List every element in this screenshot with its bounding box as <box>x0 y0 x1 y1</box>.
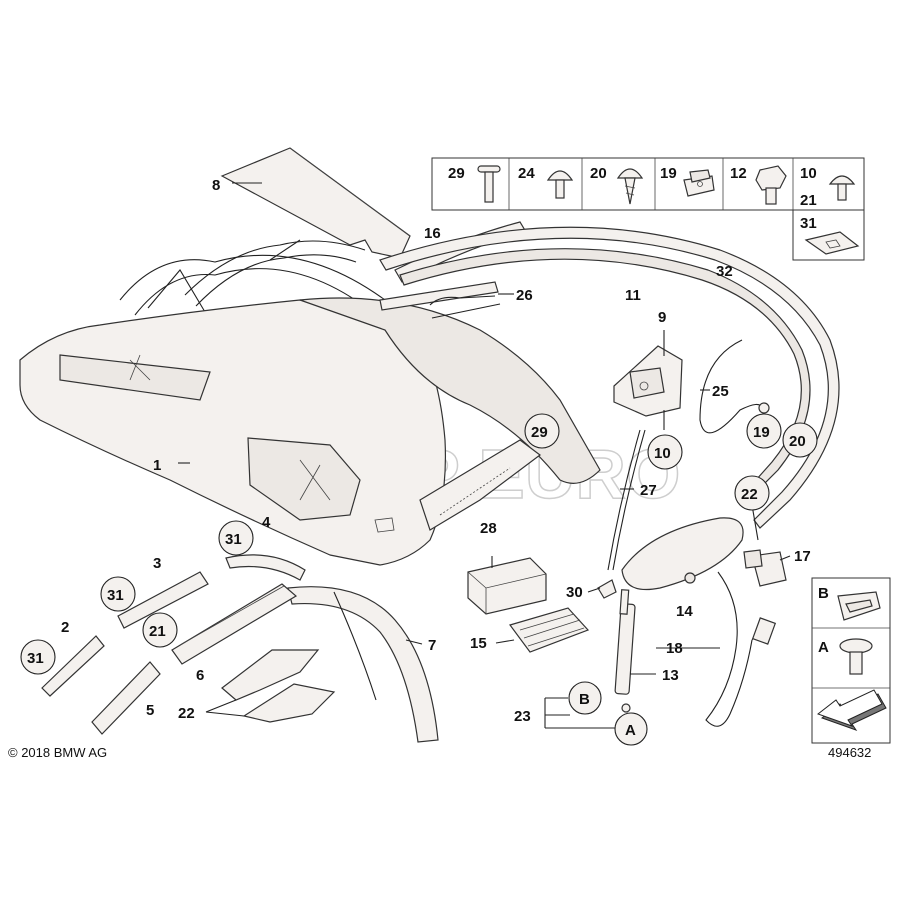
screw-20-icon <box>616 168 644 205</box>
callout-31c-circle <box>100 576 136 612</box>
harness-part-18 <box>705 571 777 727</box>
callout-31b: 31 <box>225 531 242 548</box>
screw-24-icon <box>546 170 574 199</box>
shim-31-icon <box>804 231 860 255</box>
screw-29-icon <box>477 165 501 203</box>
motor-part-14 <box>621 517 744 591</box>
callout-16: 16 <box>424 225 441 242</box>
callout-5: 5 <box>146 702 154 719</box>
side-rail-part-7 <box>287 586 439 743</box>
callout-28: 28 <box>480 520 497 537</box>
rear-panel-part-8 <box>220 147 411 259</box>
callout-22-circle <box>734 475 770 511</box>
callouts: 8 1 16 26 11 32 9 25 29 10 19 20 27 22 1… <box>20 177 818 746</box>
callout-31c: 31 <box>107 587 124 604</box>
callout-a-circle <box>614 712 648 746</box>
callout-23: 23 <box>514 708 531 725</box>
callout-15: 15 <box>470 635 487 652</box>
connector-part-17 <box>743 549 787 587</box>
callout-29: 29 <box>448 165 465 182</box>
rod-part-27 <box>607 429 646 571</box>
diagram-number: 494632 <box>828 745 871 760</box>
callout-32: 32 <box>716 263 733 280</box>
pad-part-22 <box>221 649 336 723</box>
expansion-rivet-a-icon <box>839 638 873 675</box>
cable-part-25 <box>699 339 770 434</box>
callout-19b: 19 <box>753 424 770 441</box>
callout-24: 24 <box>518 165 535 182</box>
callout-7: 7 <box>428 637 436 654</box>
callout-25: 25 <box>712 383 729 400</box>
trim-part-4 <box>225 554 306 581</box>
callout-18: 18 <box>666 640 683 657</box>
callout-6: 6 <box>196 667 204 684</box>
callout-4: 4 <box>262 514 271 531</box>
callout-b: B <box>579 691 590 708</box>
trim-part-3 <box>117 571 209 629</box>
clip-part-30 <box>597 579 617 599</box>
gas-strut-part-13 <box>614 589 636 713</box>
callout-8: 8 <box>212 177 220 194</box>
arrow-pointer-icon <box>816 689 887 731</box>
clip-nut-19-icon <box>683 169 715 197</box>
callout-9: 9 <box>658 309 666 326</box>
hardware-table: 29 24 20 19 12 10 21 <box>431 157 865 261</box>
callout-31: 31 <box>800 215 817 232</box>
spring-clip-b-icon <box>837 591 881 621</box>
latch-part-9 <box>613 345 683 417</box>
callout-14: 14 <box>676 603 693 620</box>
copyright-text: © 2018 BMW AG <box>8 745 107 760</box>
bolt-12-icon <box>755 165 787 205</box>
screw-10-icon <box>828 175 856 201</box>
callout-31b-circle <box>218 520 254 556</box>
callout-22b: 22 <box>741 486 758 503</box>
trim-part-6 <box>171 583 298 665</box>
callout-22: 22 <box>178 705 195 722</box>
callout-31d-circle <box>20 639 56 675</box>
callout-26: 26 <box>516 287 533 304</box>
trim-part-5 <box>91 661 161 735</box>
legend-label-a: A <box>818 639 829 656</box>
callout-10b: 10 <box>654 445 671 462</box>
callout-20: 20 <box>590 165 607 182</box>
callout-a: A <box>625 722 636 739</box>
roof-side-panel <box>299 297 601 531</box>
callout-20b: 20 <box>789 433 806 450</box>
callout-10-circle <box>647 434 683 470</box>
legend-label-b: B <box>818 585 829 602</box>
callout-13: 13 <box>662 667 679 684</box>
callout-19-circle <box>746 413 782 449</box>
callout-31d: 31 <box>27 650 44 667</box>
callout-30: 30 <box>566 584 583 601</box>
box-part-28 <box>467 557 547 615</box>
top-frame-bows <box>119 239 386 346</box>
callout-12: 12 <box>730 165 747 182</box>
leader-lines <box>178 182 791 729</box>
pad-part-15 <box>509 607 590 653</box>
callout-2: 2 <box>61 619 69 636</box>
callout-27: 27 <box>640 482 657 499</box>
headliner-part-1 <box>19 299 446 566</box>
bracket-part-26 <box>379 281 501 319</box>
callout-21: 21 <box>800 192 817 209</box>
callout-21-circle <box>142 612 178 648</box>
callout-29b: 29 <box>531 424 548 441</box>
callout-20-circle <box>782 422 818 458</box>
callout-b-circle <box>568 681 602 715</box>
callout-10: 10 <box>800 165 817 182</box>
callout-11: 11 <box>625 287 641 304</box>
callout-17: 17 <box>794 548 811 565</box>
callout-19: 19 <box>660 165 677 182</box>
legend-panel: B A <box>811 577 891 744</box>
callout-1: 1 <box>153 457 161 474</box>
callout-3: 3 <box>153 555 161 572</box>
callout-29-circle <box>524 413 560 449</box>
trim-part-2 <box>41 635 105 697</box>
callout-21b: 21 <box>149 623 166 640</box>
